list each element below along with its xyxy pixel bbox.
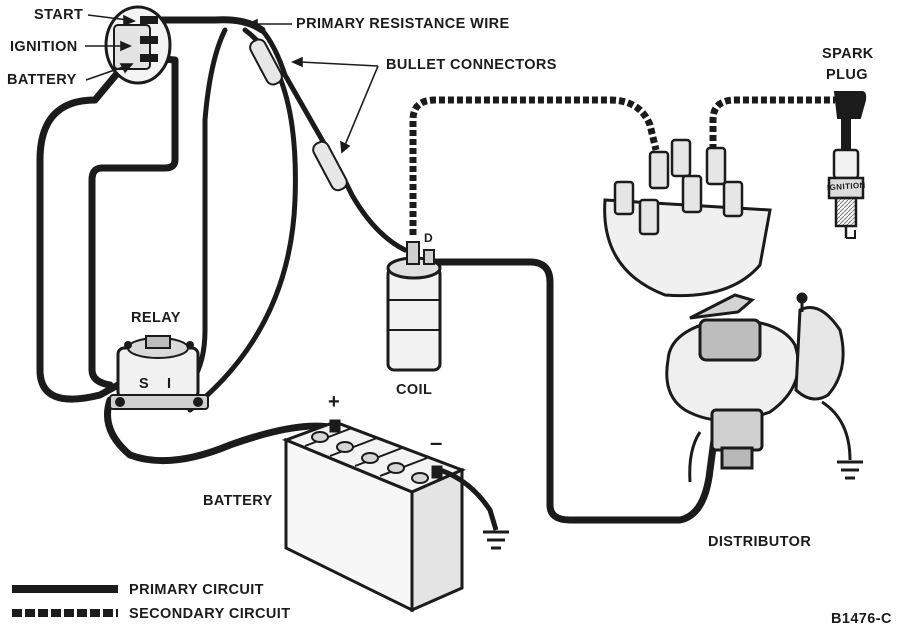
coil-to-cap-lead [409, 96, 660, 235]
bullet-connectors-label: BULLET CONNECTORS [386, 57, 557, 73]
battery-positive-label: + [328, 391, 341, 413]
bullet-connector-upper [249, 38, 283, 86]
start-label: START [34, 7, 84, 23]
relay-terminal-i: I [167, 376, 172, 392]
battery [281, 419, 466, 613]
relay-terminal-s: S [139, 376, 150, 392]
distributor-ground-icon [821, 400, 863, 480]
distributor-cap [603, 138, 772, 298]
spark-plug [827, 91, 867, 239]
distributor-label: DISTRIBUTOR [708, 534, 812, 550]
coil-terminal-d: D [424, 231, 434, 245]
label-arrows [85, 14, 379, 154]
wire-coil-distributor [426, 258, 718, 524]
battery-negative-label: – [430, 430, 443, 455]
battery-terminal-label: BATTERY [7, 72, 77, 88]
battery-label: BATTERY [203, 493, 273, 509]
relay-label: RELAY [131, 310, 181, 326]
ignition-switch [104, 5, 172, 85]
secondary-circuit-wires [409, 96, 835, 235]
ignition-label: IGNITION [10, 39, 78, 55]
bullet-connectors [249, 38, 348, 192]
battery-ground-icon [439, 467, 509, 550]
bullet-connector-lower [312, 140, 348, 192]
legend [12, 585, 118, 617]
wire-relay-battery [104, 396, 339, 465]
cap-to-plug-lead [709, 96, 835, 150]
primary-resistance-wire-label: PRIMARY RESISTANCE WIRE [296, 16, 510, 32]
coil-label: COIL [396, 382, 433, 398]
wire-battery-relay [88, 54, 179, 389]
legend-primary-label: PRIMARY CIRCUIT [129, 582, 264, 598]
spark-label: SPARK [822, 46, 874, 62]
coil [386, 241, 442, 372]
plug-label: PLUG [826, 67, 868, 83]
legend-secondary-label: SECONDARY CIRCUIT [129, 606, 291, 622]
wire-resistance-relay [182, 27, 228, 393]
wire-start-ignition [146, 16, 266, 34]
figure-id: B1476-C [831, 611, 892, 627]
relay [109, 335, 209, 410]
distributor [665, 292, 845, 483]
